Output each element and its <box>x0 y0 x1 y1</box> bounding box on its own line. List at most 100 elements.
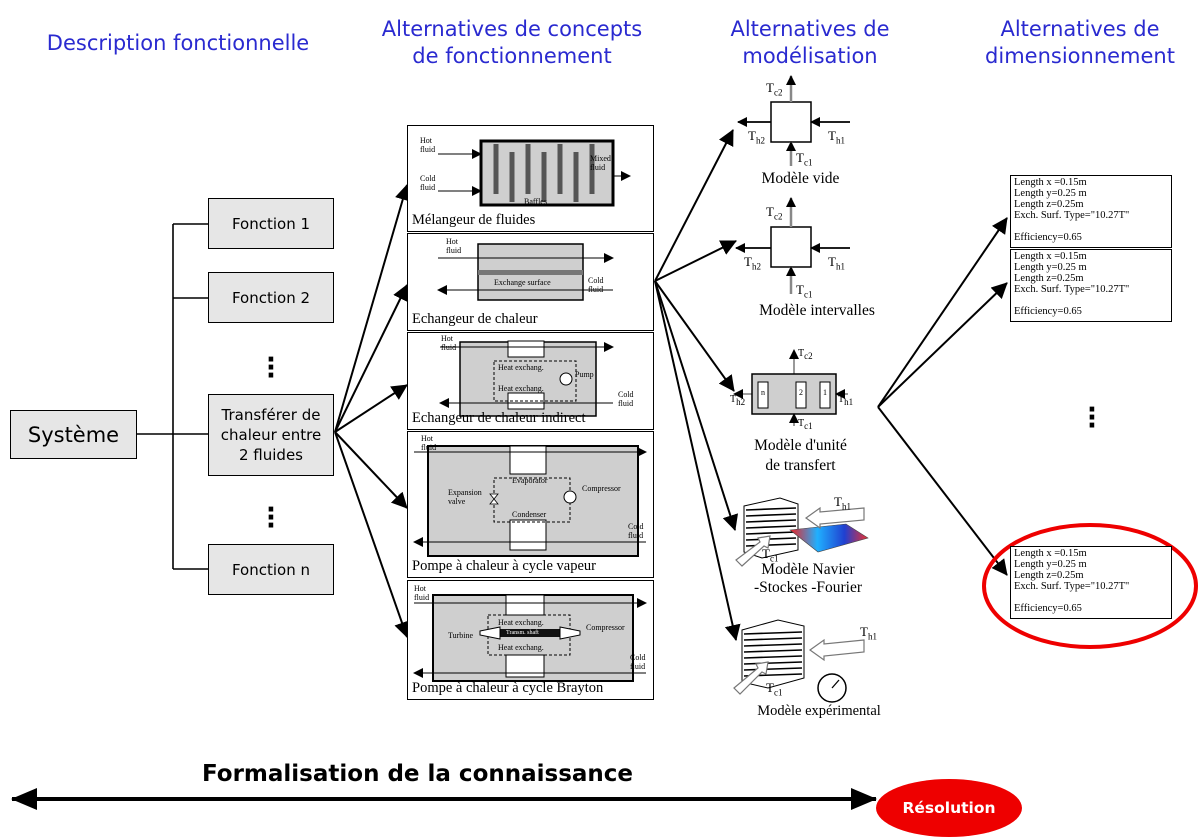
mixer-baffles-label: Baffles <box>524 197 547 206</box>
indirect-hx2-label: Heat exchang. <box>498 384 544 393</box>
vapour-compressor-label: Compressor <box>582 484 621 493</box>
mixer-caption: Mélangeur de fluides <box>412 212 536 228</box>
concept-arrows <box>334 184 411 638</box>
sizing-3-length-y: Length y=0.25 m <box>1014 559 1087 570</box>
formalisation-label: Formalisation de la connaissance <box>202 761 634 787</box>
mixer-drawing <box>438 139 631 207</box>
brayton-drawing <box>413 594 647 682</box>
sizing-2-length-y: Length y=0.25 m <box>1014 262 1087 273</box>
sizing-1-length-z: Length z=0.25m <box>1014 199 1084 210</box>
header-modeling-line2: modélisation <box>742 44 878 68</box>
ntu-cell-1: 1 <box>823 388 827 397</box>
sizing-3-length-z: Length z=0.25m <box>1014 570 1084 581</box>
heat-transfer-line3: 2 fluides <box>239 446 303 464</box>
header-sizing-line2: dimensionnement <box>985 44 1175 68</box>
ntu-cell-n: n <box>761 388 765 397</box>
model-transfer-unit-caption-line2: de transfert <box>765 457 836 474</box>
system-box: Système <box>10 410 137 459</box>
model-intervals: Tc2 Th2 Th1 Tc1 Modèle intervalles <box>728 190 908 330</box>
header-modeling: Alternatives de modélisation <box>700 16 920 70</box>
model-empty-caption: Modèle vide <box>761 170 840 187</box>
model-experimental: Th1 Tc1 Modèle expérimental <box>728 612 908 722</box>
header-sizing: Alternatives de dimensionnement <box>962 16 1198 70</box>
header-concepts-line2: de fonctionnement <box>412 44 612 68</box>
model-navier-stokes-fourier: Th1 Tc1 Modèle Navier -Stockes -Fourier <box>728 490 888 600</box>
model-transfer-unit-caption: Modèle d'unité de transfert <box>728 436 873 476</box>
indirect-caption: Echangeur de chaleur indirect <box>412 410 586 426</box>
exchanger-drawing <box>437 243 614 301</box>
model-intervals-tc1: Tc1 <box>796 282 813 300</box>
brayton-turbine-label: Turbine <box>448 631 474 640</box>
model-empty-drawing <box>737 75 850 166</box>
ntu-cell-2: 2 <box>799 388 803 397</box>
model-navier-tc1: Tc1 <box>762 546 779 564</box>
ellipsis-dots-lower: ··· <box>266 495 276 541</box>
sizing-1-efficiency: Efficiency=0.65 <box>1014 232 1082 243</box>
resolution-badge: Résolution <box>876 779 1022 837</box>
model-intervals-caption: Modèle intervalles <box>759 302 875 319</box>
model-empty-tc2: Tc2 <box>766 80 783 98</box>
model-intervals-tc2: Tc2 <box>766 204 783 222</box>
sizing-ellipsis-dots: ··· <box>1087 395 1097 441</box>
model-experimental-caption: Modèle expérimental <box>757 703 881 719</box>
model-empty: Tc2 Th2 Th1 Tc1 Modèle vide <box>728 72 888 192</box>
indirect-hx1-label: Heat exchang. <box>498 363 544 372</box>
model-experimental-tc1: Tc1 <box>766 680 783 698</box>
brayton-hx1-label: Heat exchang. <box>498 618 544 627</box>
model-empty-th1: Th1 <box>828 128 845 146</box>
vapour-condenser-label: Condenser <box>512 510 547 519</box>
model-empty-th2: Th2 <box>748 128 765 146</box>
model-transfer-unit-drawing <box>733 349 848 426</box>
sizing-option-1: Length x =0.15m Length y=0.25 m Length z… <box>1010 175 1172 248</box>
sizing-3-length-x: Length x =0.15m <box>1014 548 1087 559</box>
sizing-2-surface-type: Exch. Surf. Type="10.27T" <box>1014 284 1130 295</box>
function-1-box: Fonction 1 <box>208 198 334 249</box>
header-functional: Description fonctionnelle <box>46 31 310 55</box>
model-navier-caption: Modèle Navier -Stockes -Fourier <box>728 561 888 597</box>
vapour-drawing <box>413 445 647 557</box>
indirect-pump-label: Pump <box>575 370 594 379</box>
model-ntu-th2: Th2 <box>730 394 746 407</box>
header-concepts-line1: Alternatives de concepts <box>381 17 643 41</box>
header-concepts: Alternatives de concepts de fonctionneme… <box>352 16 672 70</box>
model-ntu-th1: Th1 <box>838 394 854 407</box>
function-2-box: Fonction 2 <box>208 272 334 323</box>
brayton-shaft-label: Transm. shaft <box>506 630 539 636</box>
sizing-option-2: Length x =0.15m Length y=0.25 m Length z… <box>1010 249 1172 322</box>
sizing-2-length-z: Length z=0.25m <box>1014 273 1084 284</box>
model-arrows <box>654 129 741 641</box>
model-navier-caption-line1: Modèle Navier <box>761 561 855 578</box>
sizing-option-selected: Length x =0.15m Length y=0.25 m Length z… <box>1010 546 1172 619</box>
header-modeling-line1: Alternatives de <box>730 17 890 41</box>
model-experimental-drawing <box>733 619 865 703</box>
model-transfer-unit: n 2 1 Tc2 Th2 Th1 Tc1 Modèle d'unité de … <box>728 342 888 477</box>
model-transfer-unit-caption-line1: Modèle d'unité <box>754 437 847 454</box>
sizing-1-surface-type: Exch. Surf. Type="10.27T" <box>1014 210 1130 221</box>
brayton-hx2-label: Heat exchang. <box>498 643 544 652</box>
sizing-2-length-x: Length x =0.15m <box>1014 251 1087 262</box>
sizing-2-efficiency: Efficiency=0.65 <box>1014 306 1082 317</box>
sizing-1-length-y: Length y=0.25 m <box>1014 188 1087 199</box>
sizing-arrows <box>877 217 1008 576</box>
selected-solution-ellipse <box>982 523 1198 649</box>
ellipsis-dots-upper: ··· <box>266 345 276 391</box>
model-ntu-tc1: Tc1 <box>798 418 813 431</box>
exchanger-surface-label: Exchange surface <box>494 278 551 287</box>
